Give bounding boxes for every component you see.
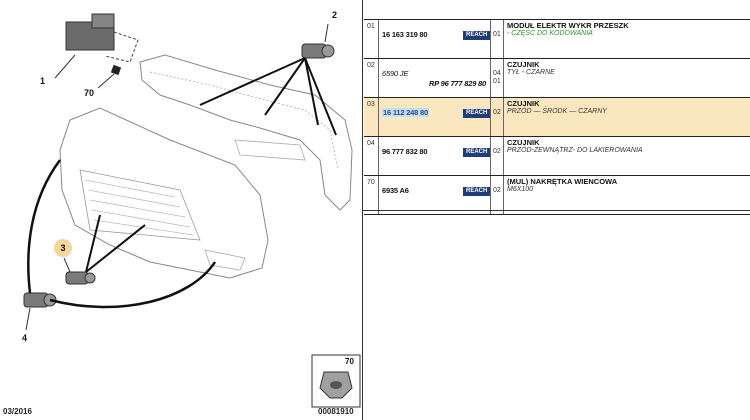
part-reference-secondary[interactable]: RP 96 777 829 80 bbox=[429, 79, 486, 88]
part-reference[interactable]: 96 777 832 80 bbox=[382, 147, 428, 156]
part-subtitle: M6X100 bbox=[507, 186, 534, 193]
inset-callout-70[interactable]: 70 bbox=[345, 357, 354, 366]
part-row-04[interactable]: 04 96 777 832 80 REACH 02 CZUJNIK PRZÓD-… bbox=[364, 136, 750, 176]
callout-70[interactable]: 70 bbox=[84, 88, 95, 98]
part-reference[interactable]: 16 163 319 80 bbox=[382, 30, 428, 39]
part-index: 01 bbox=[367, 23, 375, 30]
part-subtitle: TYŁ - CZARNE bbox=[507, 69, 555, 76]
part-row-70[interactable]: 70 6935 A6 REACH 02 (MUL) NAKRĘTKA WIENC… bbox=[364, 175, 750, 215]
callout-3[interactable]: 3 bbox=[54, 239, 72, 257]
part-title: CZUJNIK bbox=[507, 60, 540, 69]
part-quantity-secondary: 01 bbox=[493, 78, 501, 85]
part-index: 70 bbox=[367, 179, 375, 186]
diagram-date: 03/2016 bbox=[3, 407, 32, 416]
part-title: (MUL) NAKRĘTKA WIENCOWA bbox=[507, 177, 618, 186]
part-subtitle: PRZÓD — ŚRODK — CZARNY bbox=[507, 108, 607, 115]
part-quantity: 02 bbox=[493, 187, 501, 194]
reach-badge: REACH bbox=[463, 109, 491, 118]
parts-table: 01 16 163 319 80 REACH 01 MODUŁ ELEKTR W… bbox=[364, 19, 750, 215]
callout-1[interactable]: 1 bbox=[40, 76, 46, 86]
part-row-03[interactable]: 03 16 112 248 80 REACH 02 CZUJNIK PRZÓD … bbox=[364, 97, 750, 137]
callout-4[interactable]: 4 bbox=[22, 333, 28, 343]
part-reference[interactable]: 6590 JE bbox=[382, 69, 409, 78]
callout-2[interactable]: 2 bbox=[332, 10, 338, 20]
part-quantity: 02 bbox=[493, 109, 501, 116]
front-bumper-outline bbox=[59, 107, 269, 279]
diagram-code: 00081910 bbox=[318, 407, 354, 416]
part-reference[interactable]: 6935 A6 bbox=[382, 186, 409, 195]
part-subtitle: - CZĘŚĆ DO KODOWANIA bbox=[507, 30, 593, 37]
part-row-02[interactable]: 02 6590 JE RP 96 777 829 80 04 01 CZUJNI… bbox=[364, 58, 750, 98]
reach-badge: REACH bbox=[463, 31, 491, 40]
part-quantity: 01 bbox=[493, 31, 501, 38]
part-title: CZUJNIK bbox=[507, 138, 540, 147]
part-quantity: 02 bbox=[493, 148, 501, 155]
reach-badge: REACH bbox=[463, 187, 491, 196]
part-index: 02 bbox=[367, 62, 375, 69]
rear-bumper-outline bbox=[139, 54, 353, 211]
table-bottom-line bbox=[362, 210, 750, 211]
part-quantity: 04 bbox=[493, 70, 501, 77]
part-title: CZUJNIK bbox=[507, 99, 540, 108]
bumper-diagram-svg bbox=[23, 13, 361, 408]
exploded-diagram[interactable]: 1 2 3 4 70 70 03/2016 00081910 bbox=[0, 0, 362, 420]
reach-badge: REACH bbox=[463, 148, 491, 157]
part-reference[interactable]: 16 112 248 80 bbox=[382, 108, 429, 117]
part-index: 04 bbox=[367, 140, 375, 147]
part-title: MODUŁ ELEKTR WYKR PRZESZK bbox=[507, 21, 629, 30]
part-index: 03 bbox=[367, 101, 375, 108]
part-subtitle: PRZÓD-ZEWNĄTRZ- DO LAKIEROWANIA bbox=[507, 147, 643, 154]
part-row-01[interactable]: 01 16 163 319 80 REACH 01 MODUŁ ELEKTR W… bbox=[364, 19, 750, 59]
